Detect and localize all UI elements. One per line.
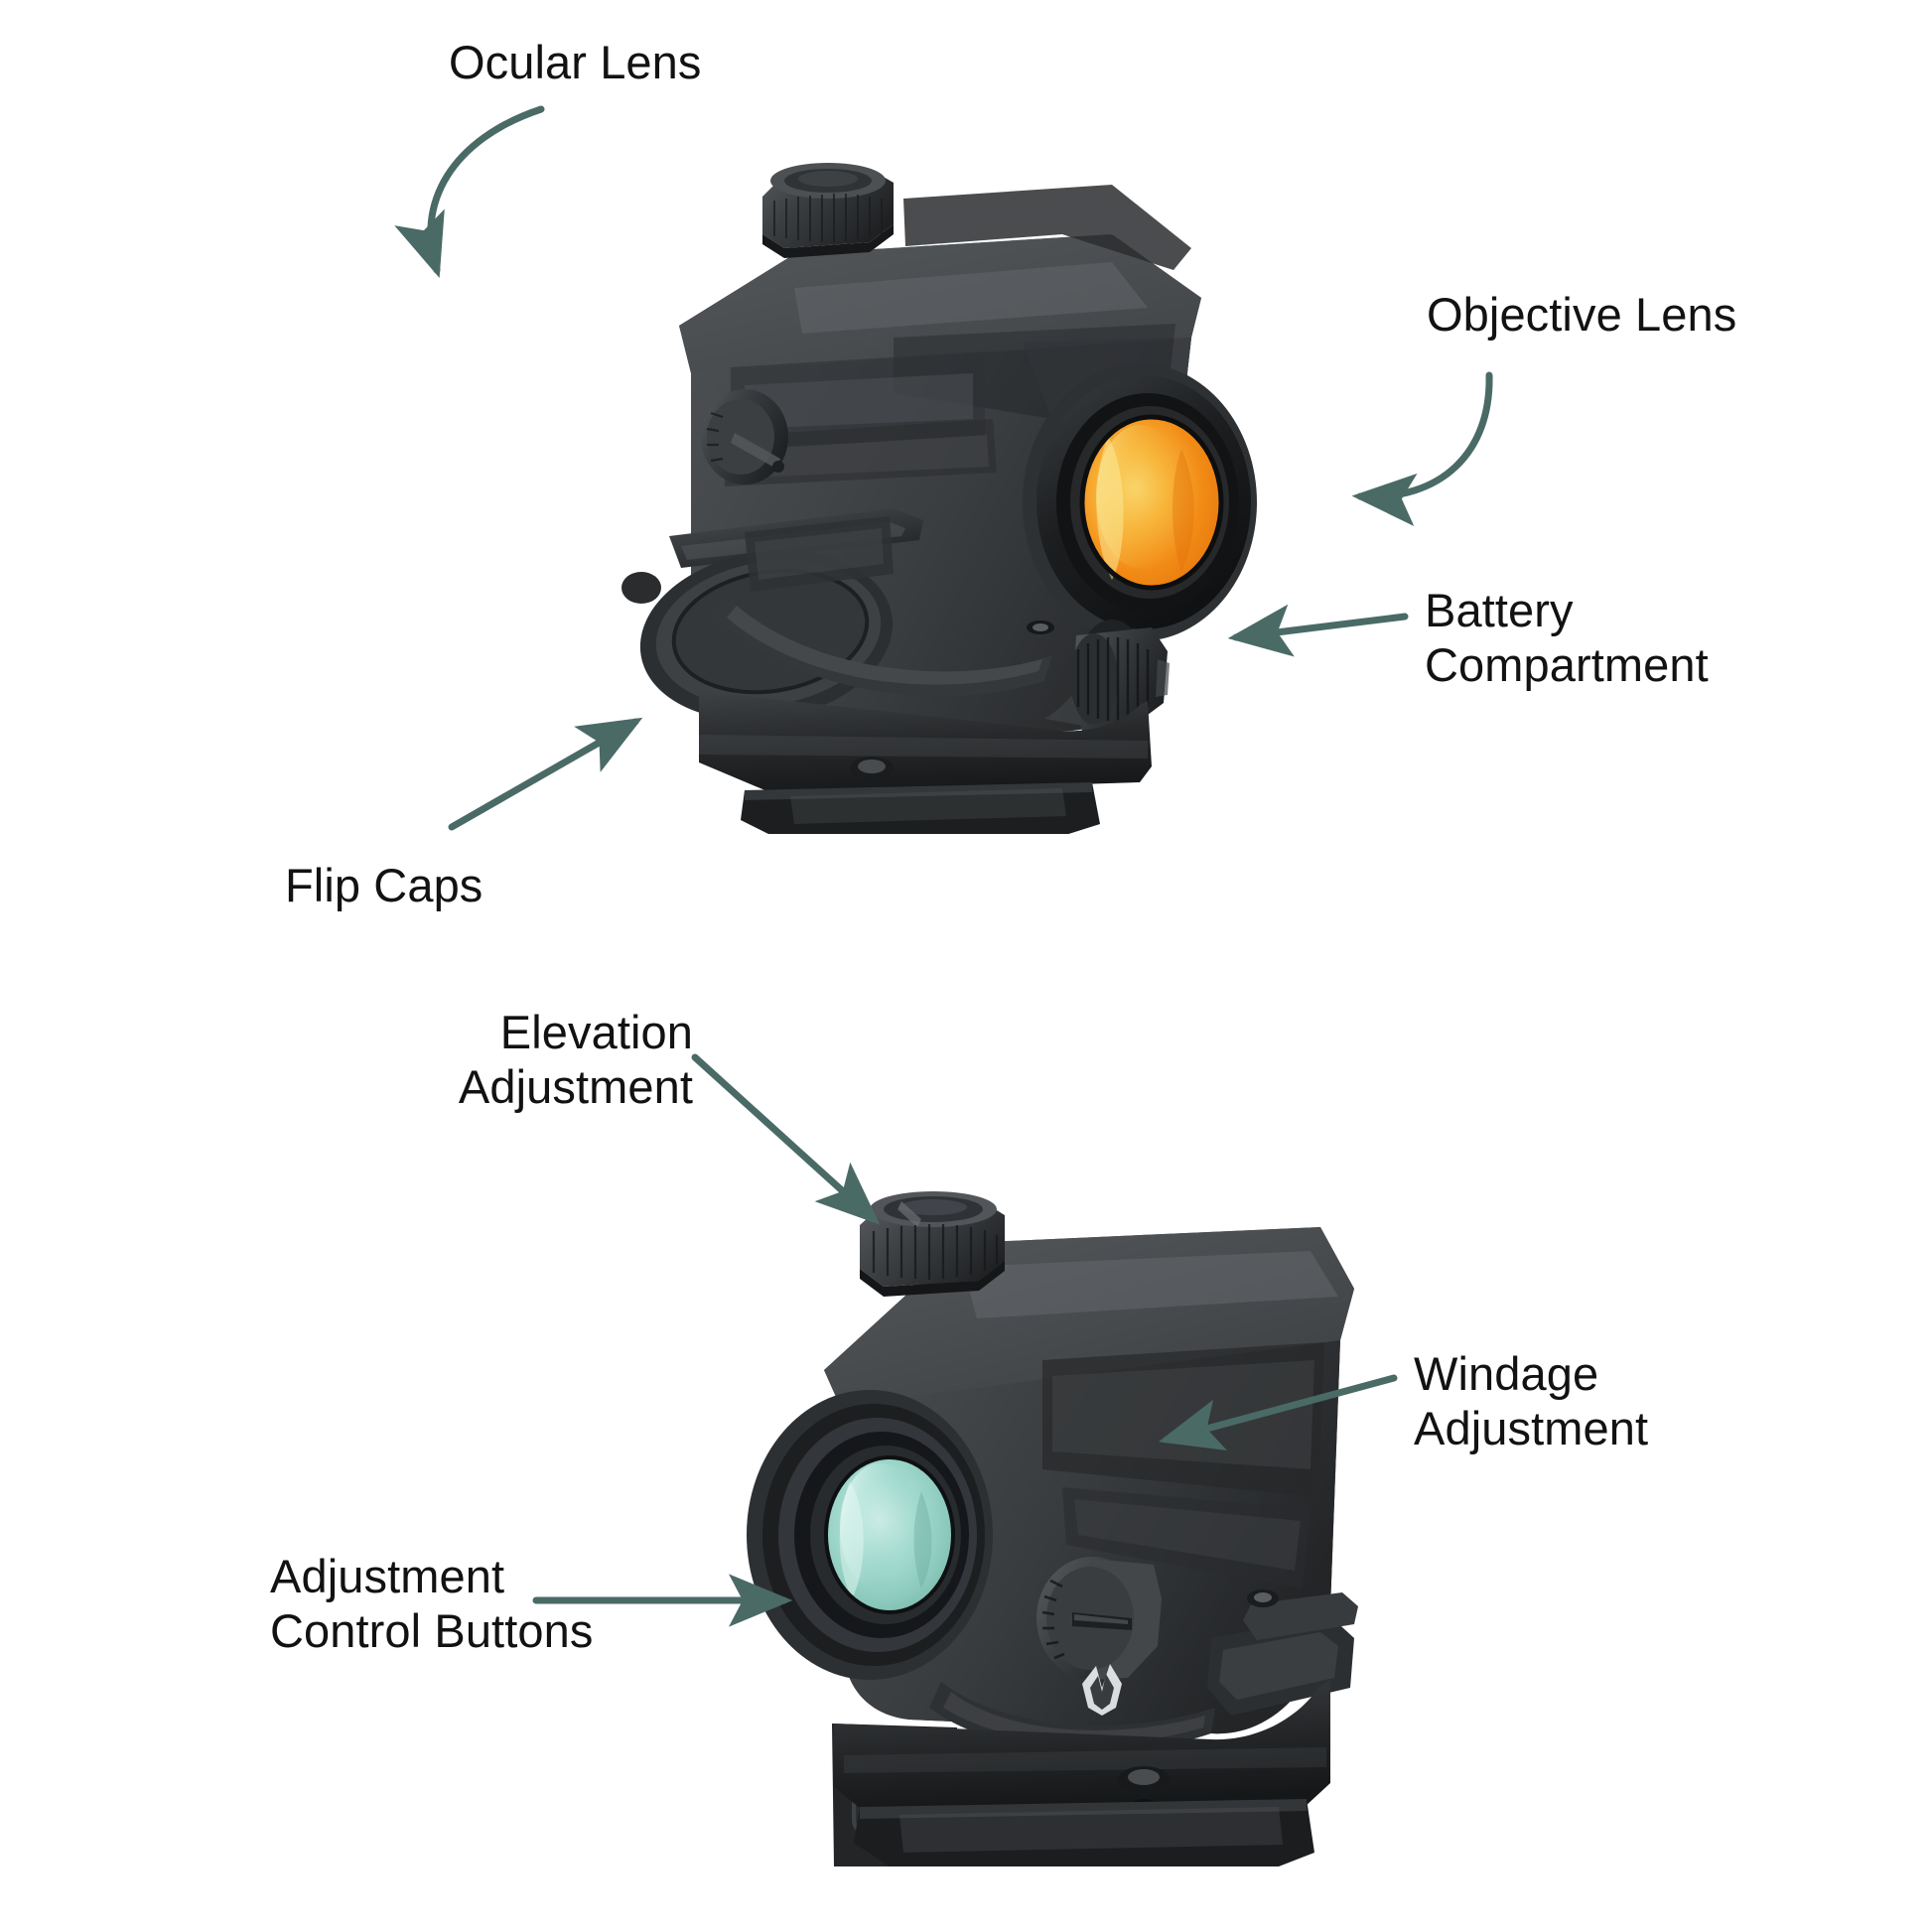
figure-bottom-red-dot-sight bbox=[695, 1172, 1390, 1866]
arrow-ocular-lens bbox=[394, 105, 545, 278]
figure-top-red-dot-sight bbox=[596, 139, 1291, 834]
callout-label-flip-caps: Flip Caps bbox=[285, 859, 483, 911]
callout-label-battery-compartment: Battery Compartment bbox=[1425, 584, 1709, 691]
arrow-objective-lens bbox=[1351, 371, 1493, 526]
callout-label-objective-lens: Objective Lens bbox=[1427, 288, 1737, 341]
vortex-logo bbox=[1082, 1664, 1122, 1716]
callout-label-elevation-adjustment: Elevation Adjustment bbox=[458, 1006, 693, 1113]
red-dot-sight-left-side-illustration bbox=[747, 1191, 1358, 1866]
callout-label-adjustment-control-buttons: Adjustment Control Buttons bbox=[270, 1550, 594, 1657]
callout-label-windage-adjustment: Windage Adjustment bbox=[1414, 1347, 1649, 1454]
callout-label-ocular-lens: Ocular Lens bbox=[449, 36, 702, 88]
red-dot-sight-right-side-illustration bbox=[621, 163, 1257, 834]
